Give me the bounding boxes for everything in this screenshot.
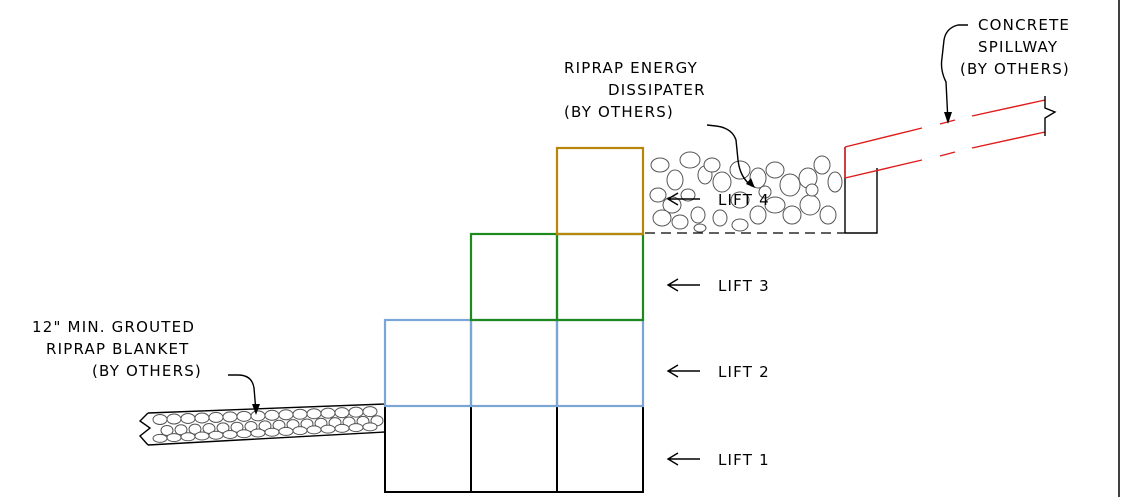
rock-shape <box>194 412 210 424</box>
riprap-energy-dissipater <box>649 151 843 233</box>
rock-shape <box>306 408 322 420</box>
rock-shape <box>799 194 821 216</box>
rock-shape <box>292 426 308 436</box>
rock-shape <box>348 423 364 433</box>
rock-shape <box>152 433 168 443</box>
rock-shape <box>765 161 785 179</box>
lift-2-label: LIFT 2 <box>718 363 770 381</box>
rock-shape <box>693 223 707 233</box>
rock-shape <box>236 429 252 439</box>
rock-shape <box>292 408 308 420</box>
rock-shape <box>749 167 767 189</box>
rock-shape <box>758 185 772 199</box>
rock-shape <box>679 151 701 169</box>
lift-1-label: LIFT 1 <box>718 451 770 469</box>
rock-shape <box>649 187 667 203</box>
rock-shape <box>650 157 670 173</box>
rock-shape <box>236 410 252 422</box>
rock-shape <box>749 205 767 225</box>
rock-shape <box>222 430 238 440</box>
rock-shape <box>264 409 280 421</box>
rock-shape <box>222 411 238 423</box>
rock-shape <box>805 183 819 197</box>
dissipater-label-line-3: (BY OTHERS) <box>564 103 674 121</box>
rock-shape <box>764 196 786 214</box>
lift-4-block <box>555 146 645 236</box>
blanket-label-line-1: 12" MIN. GROUTED <box>32 318 195 336</box>
rock-shape <box>731 218 749 232</box>
rock-shape <box>348 406 364 418</box>
lift-4-label: LIFT 4 <box>718 191 770 209</box>
dissipater-label-line-1: RIPRAP ENERGY <box>564 59 698 77</box>
rock-shape <box>160 424 174 436</box>
rock-shape <box>362 422 378 432</box>
rock-shape <box>362 406 378 418</box>
rock-shape <box>680 188 696 202</box>
rock-shape <box>250 410 266 422</box>
rock-shape <box>779 173 801 197</box>
rock-shape <box>194 431 210 441</box>
rock-shape <box>152 414 168 426</box>
rock-shape <box>712 209 728 227</box>
lift-1-blocks <box>384 405 644 493</box>
lift-arrows <box>666 192 700 466</box>
rock-shape <box>666 169 684 191</box>
rock-shape <box>320 424 336 434</box>
rock-shape <box>730 191 750 209</box>
rock-shape <box>166 433 182 443</box>
rock-shape <box>827 171 843 193</box>
rock-shape <box>813 155 831 175</box>
rock-shape <box>671 214 689 230</box>
rock-shape <box>264 427 280 437</box>
rock-shape <box>188 423 202 435</box>
rock-shape <box>690 206 706 224</box>
rock-shape <box>334 407 350 419</box>
leader-lines <box>228 24 968 415</box>
rock-shape <box>306 425 322 435</box>
rock-shape <box>334 423 350 433</box>
rock-shape <box>174 424 188 436</box>
rock-shape <box>712 171 732 193</box>
grouted-riprap-blanket <box>138 403 386 446</box>
lift-3-label: LIFT 3 <box>718 277 770 295</box>
rock-shape <box>703 157 721 173</box>
rock-shape <box>819 205 837 225</box>
rock-shape <box>202 422 216 434</box>
lift-3-blocks <box>469 232 645 322</box>
rock-shape <box>652 209 672 227</box>
spillway-label-line-2: SPILLWAY <box>978 38 1058 56</box>
spillway-label-line-3: (BY OTHERS) <box>960 60 1070 78</box>
rock-shape <box>208 430 224 440</box>
rock-shape <box>278 426 294 436</box>
rock-shape <box>278 409 294 421</box>
blanket-label-line-2: RIPRAP BLANKET <box>46 340 190 358</box>
rock-shape <box>782 205 802 225</box>
rock-shape <box>180 432 196 442</box>
spillway-label-line-1: CONCRETE <box>978 16 1070 34</box>
dissipater-label-line-2: DISSIPATER <box>608 81 706 99</box>
rock-shape <box>250 428 266 438</box>
blanket-label-line-3: (BY OTHERS) <box>92 362 202 380</box>
rock-shape <box>208 411 224 423</box>
rock-shape <box>166 413 182 425</box>
rock-shape <box>180 412 196 424</box>
rock-shape <box>320 407 336 419</box>
lift-2-blocks <box>383 318 645 408</box>
